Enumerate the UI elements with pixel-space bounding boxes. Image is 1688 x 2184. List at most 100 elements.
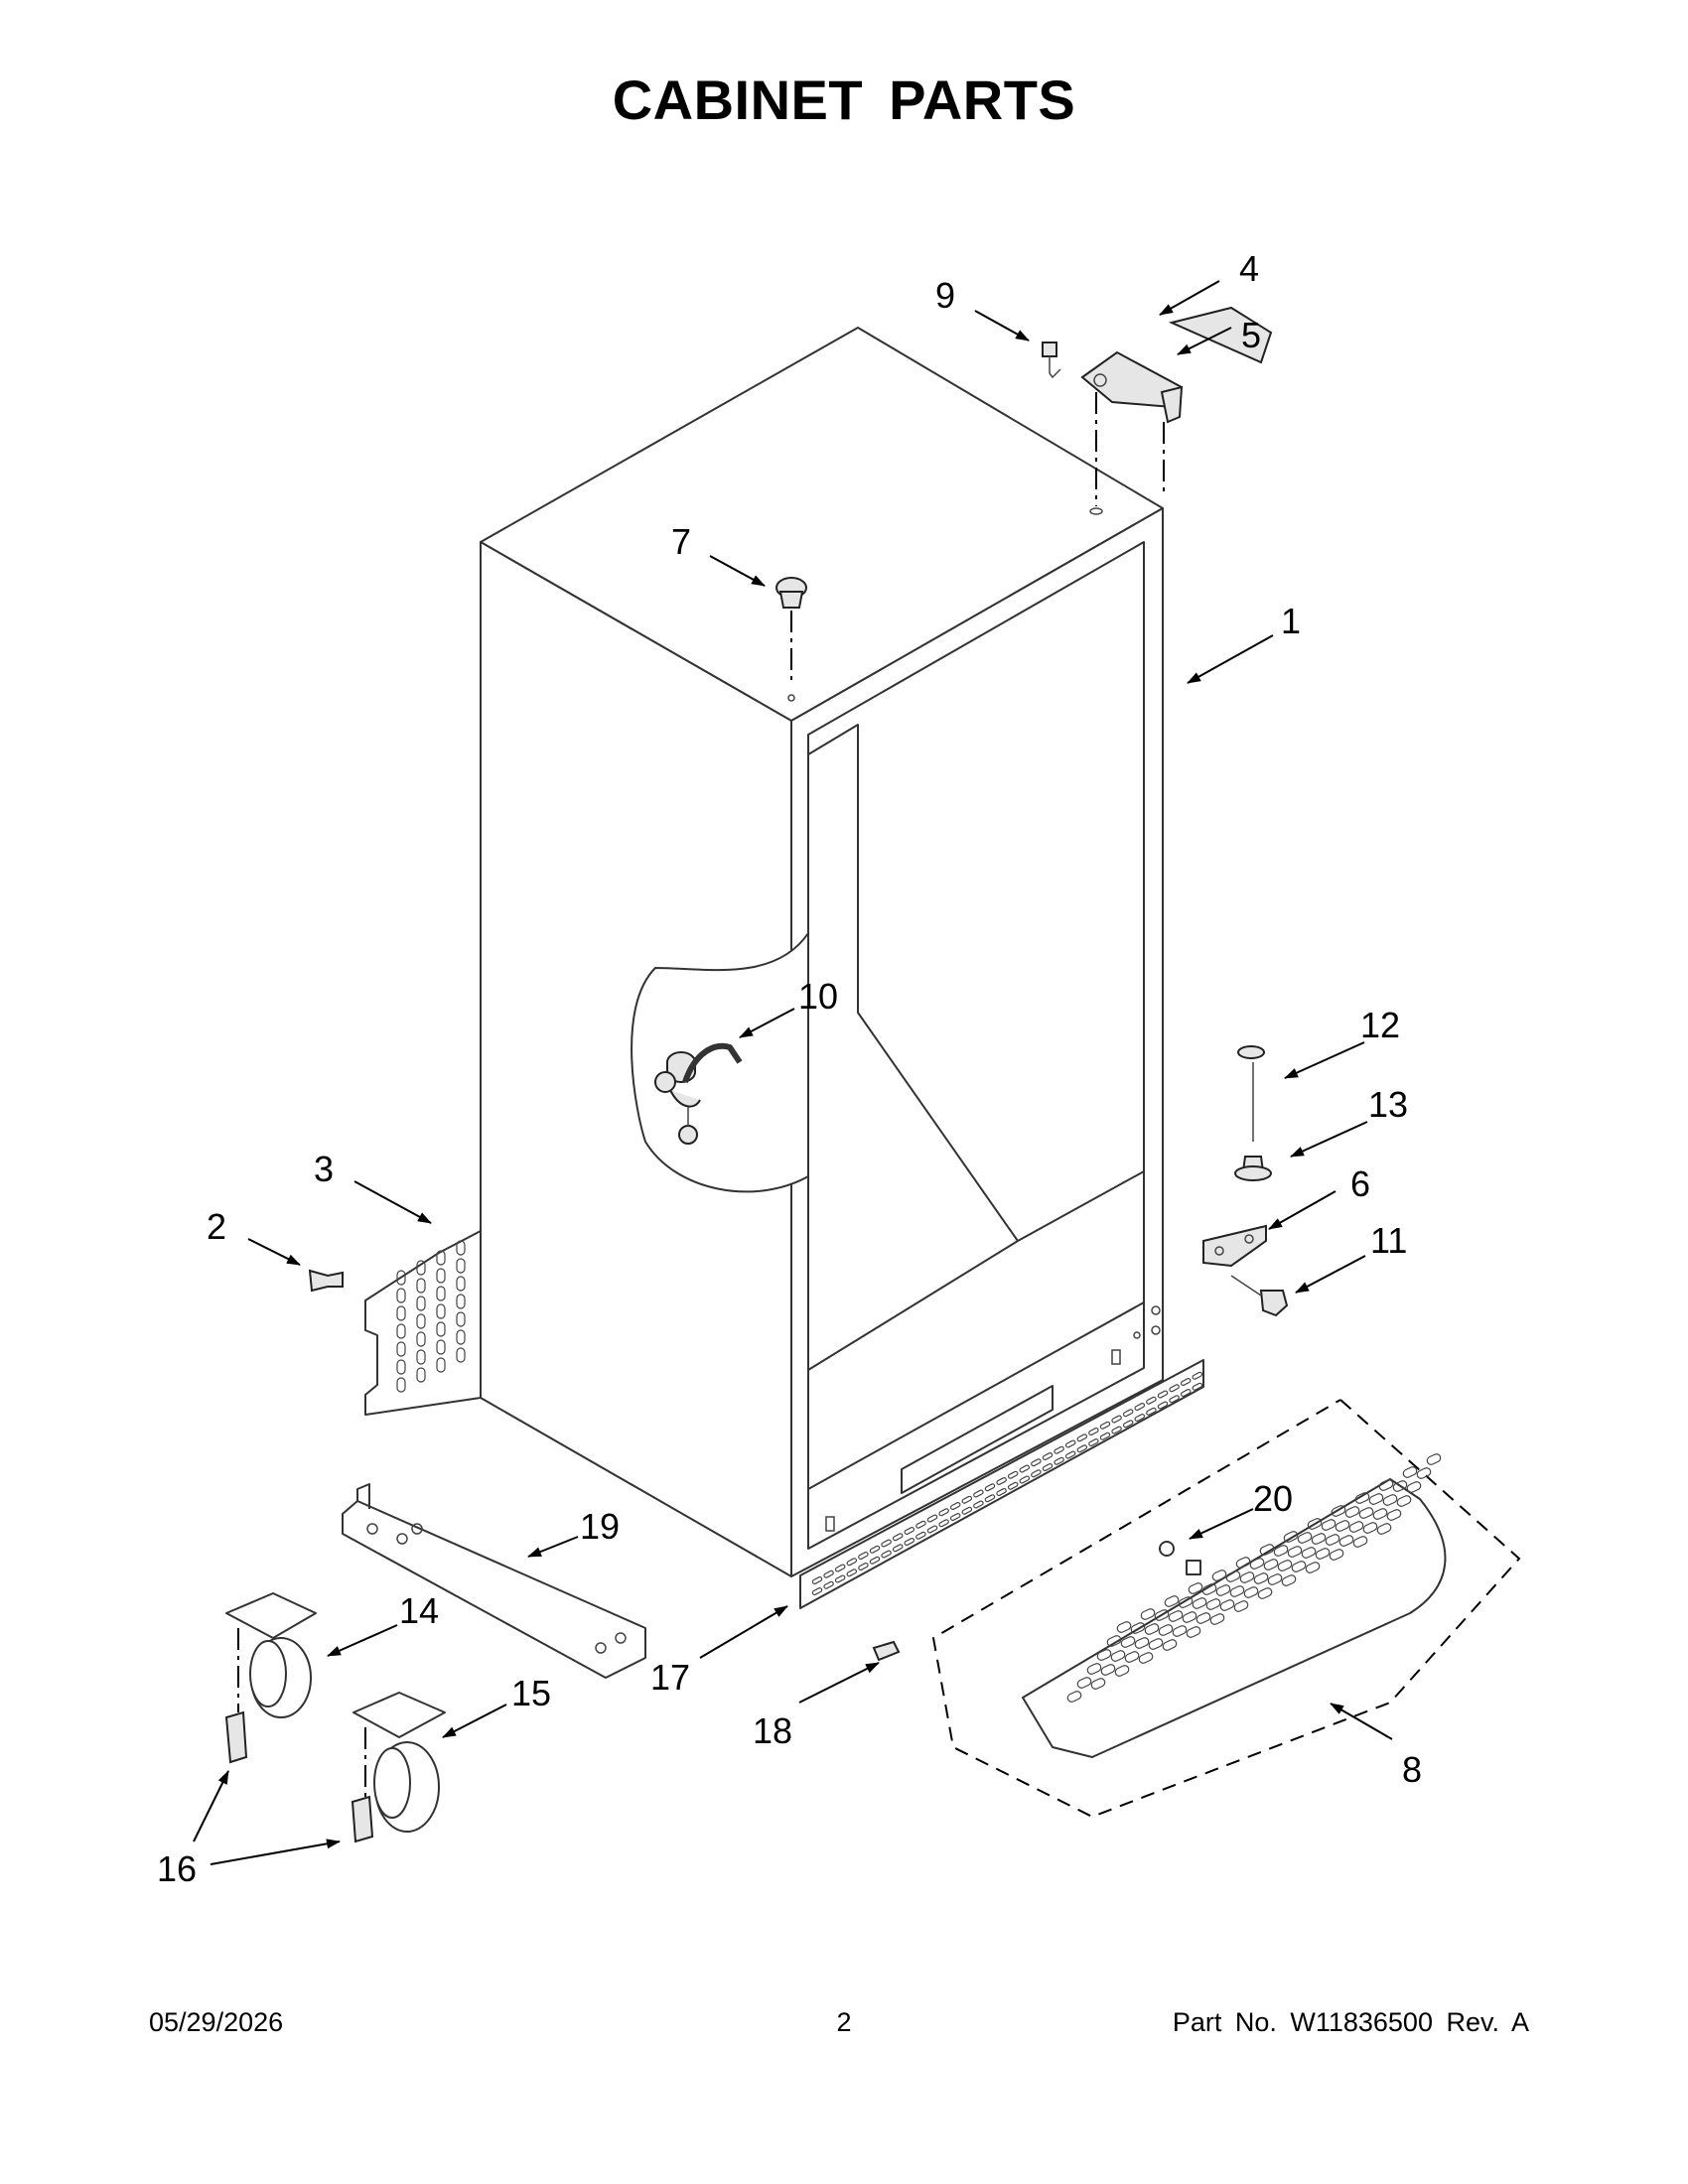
vent-slot	[416, 1278, 426, 1294]
vent-slot	[915, 1520, 926, 1529]
page-title: CABINET PARTS	[612, 68, 1076, 131]
vent-slot	[846, 1558, 858, 1567]
vent-slot	[1134, 1413, 1146, 1423]
vent-slot	[456, 1258, 466, 1274]
callout-6: 6	[1350, 1163, 1370, 1204]
vent-slot	[456, 1311, 466, 1327]
vent-slot	[1042, 1462, 1054, 1472]
callout-10: 10	[798, 976, 838, 1017]
vent-slot	[436, 1303, 446, 1319]
vent-slot	[1358, 1507, 1374, 1519]
vent-slot	[1054, 1445, 1064, 1454]
vent-slot	[1162, 1639, 1178, 1651]
vent-slot	[1064, 1450, 1076, 1459]
vent-slot	[1376, 1523, 1392, 1535]
vent-slot	[1111, 1415, 1122, 1424]
drain-cutaway	[631, 932, 809, 1193]
vent-slot	[926, 1514, 938, 1523]
vent-slot	[938, 1508, 949, 1517]
vent-slot	[1064, 1439, 1076, 1448]
vent-slot	[915, 1531, 926, 1540]
vent-slot	[1281, 1574, 1297, 1586]
callout-arrows	[193, 280, 1393, 1865]
callout-9: 9	[935, 275, 955, 316]
vent-slot	[1192, 1382, 1203, 1391]
vent-slot	[1054, 1456, 1064, 1465]
vent-slot	[1352, 1536, 1368, 1548]
vent-slot	[1110, 1650, 1126, 1662]
vent-slot	[984, 1494, 996, 1503]
vent-slot	[436, 1339, 446, 1355]
vent-slot	[1180, 1388, 1192, 1398]
vent-slot	[416, 1296, 426, 1311]
vent-slot	[1249, 1558, 1265, 1570]
vent-slot	[881, 1539, 892, 1548]
vent-slot	[396, 1270, 406, 1286]
vent-slot	[1321, 1519, 1336, 1531]
vent-slot	[1106, 1635, 1122, 1647]
top-hinge-assembly	[1042, 306, 1273, 515]
vent-slot	[1076, 1444, 1088, 1453]
footer-part-number: Part No. W11836500 Rev. A	[1172, 2007, 1529, 2037]
vent-slot	[396, 1377, 406, 1393]
vent-slot	[416, 1313, 426, 1329]
vent-slot	[1157, 1401, 1169, 1410]
vent-slot	[1277, 1560, 1293, 1571]
rear-grille	[308, 1230, 482, 1416]
vent-slot	[1076, 1677, 1092, 1689]
vent-slot	[961, 1506, 973, 1515]
callout-12: 12	[1360, 1005, 1400, 1045]
vent-slot	[1148, 1638, 1164, 1650]
callout-16: 16	[157, 1848, 197, 1889]
vent-slot	[1192, 1597, 1207, 1609]
vent-slot	[1382, 1494, 1398, 1506]
vent-slot	[1169, 1395, 1180, 1404]
vent-slot	[1124, 1651, 1140, 1663]
vent-slot	[1416, 1467, 1432, 1479]
callout-15: 15	[511, 1673, 551, 1713]
vent-slot	[1257, 1587, 1273, 1599]
vent-slot	[1146, 1396, 1157, 1405]
vent-slot	[1172, 1625, 1188, 1637]
vent-slot	[1169, 1384, 1180, 1393]
vent-slot	[996, 1487, 1007, 1497]
vent-slot	[881, 1550, 892, 1559]
vent-slot	[396, 1359, 406, 1375]
vent-slot	[1348, 1521, 1364, 1533]
vent-slot	[1019, 1475, 1031, 1484]
vent-slot	[1392, 1480, 1408, 1492]
vent-slot	[1259, 1544, 1275, 1556]
vent-slot	[1180, 1377, 1192, 1387]
vent-slot	[1307, 1518, 1323, 1530]
vent-slot	[1225, 1570, 1241, 1582]
vent-slot	[1273, 1545, 1289, 1557]
vent-slot	[416, 1331, 426, 1347]
vent-slot	[1134, 1637, 1150, 1649]
vent-slot	[1066, 1691, 1082, 1703]
callout-labels: 1 2 3 4 5 6 7 8 9 10 11 12 13 14 15 16 1…	[157, 248, 1422, 1889]
vent-slot	[846, 1569, 858, 1577]
bottom-hinge-assembly	[1202, 1045, 1289, 1317]
vent-slot	[904, 1537, 915, 1547]
vent-slot	[1301, 1547, 1317, 1559]
vent-slot	[1267, 1573, 1283, 1585]
vent-slot	[996, 1476, 1007, 1486]
vent-slot	[858, 1562, 869, 1571]
vent-slot	[1114, 1665, 1130, 1677]
vent-slot	[1239, 1571, 1255, 1583]
vent-slot	[1182, 1611, 1197, 1623]
vent-slot	[1325, 1534, 1340, 1546]
vent-slot	[1331, 1505, 1346, 1517]
vent-slot	[1130, 1622, 1146, 1634]
vent-slot	[1138, 1652, 1154, 1664]
caster-rear	[351, 1692, 446, 1843]
vent-slot	[1229, 1585, 1245, 1597]
vent-slot	[1042, 1451, 1054, 1461]
vent-slot	[456, 1276, 466, 1292]
vent-slot	[396, 1288, 406, 1303]
vent-slot	[1329, 1549, 1344, 1561]
vent-slot	[1209, 1613, 1225, 1625]
vent-slot	[436, 1286, 446, 1301]
vent-slot	[1122, 1409, 1134, 1418]
vent-slot	[1426, 1453, 1442, 1465]
